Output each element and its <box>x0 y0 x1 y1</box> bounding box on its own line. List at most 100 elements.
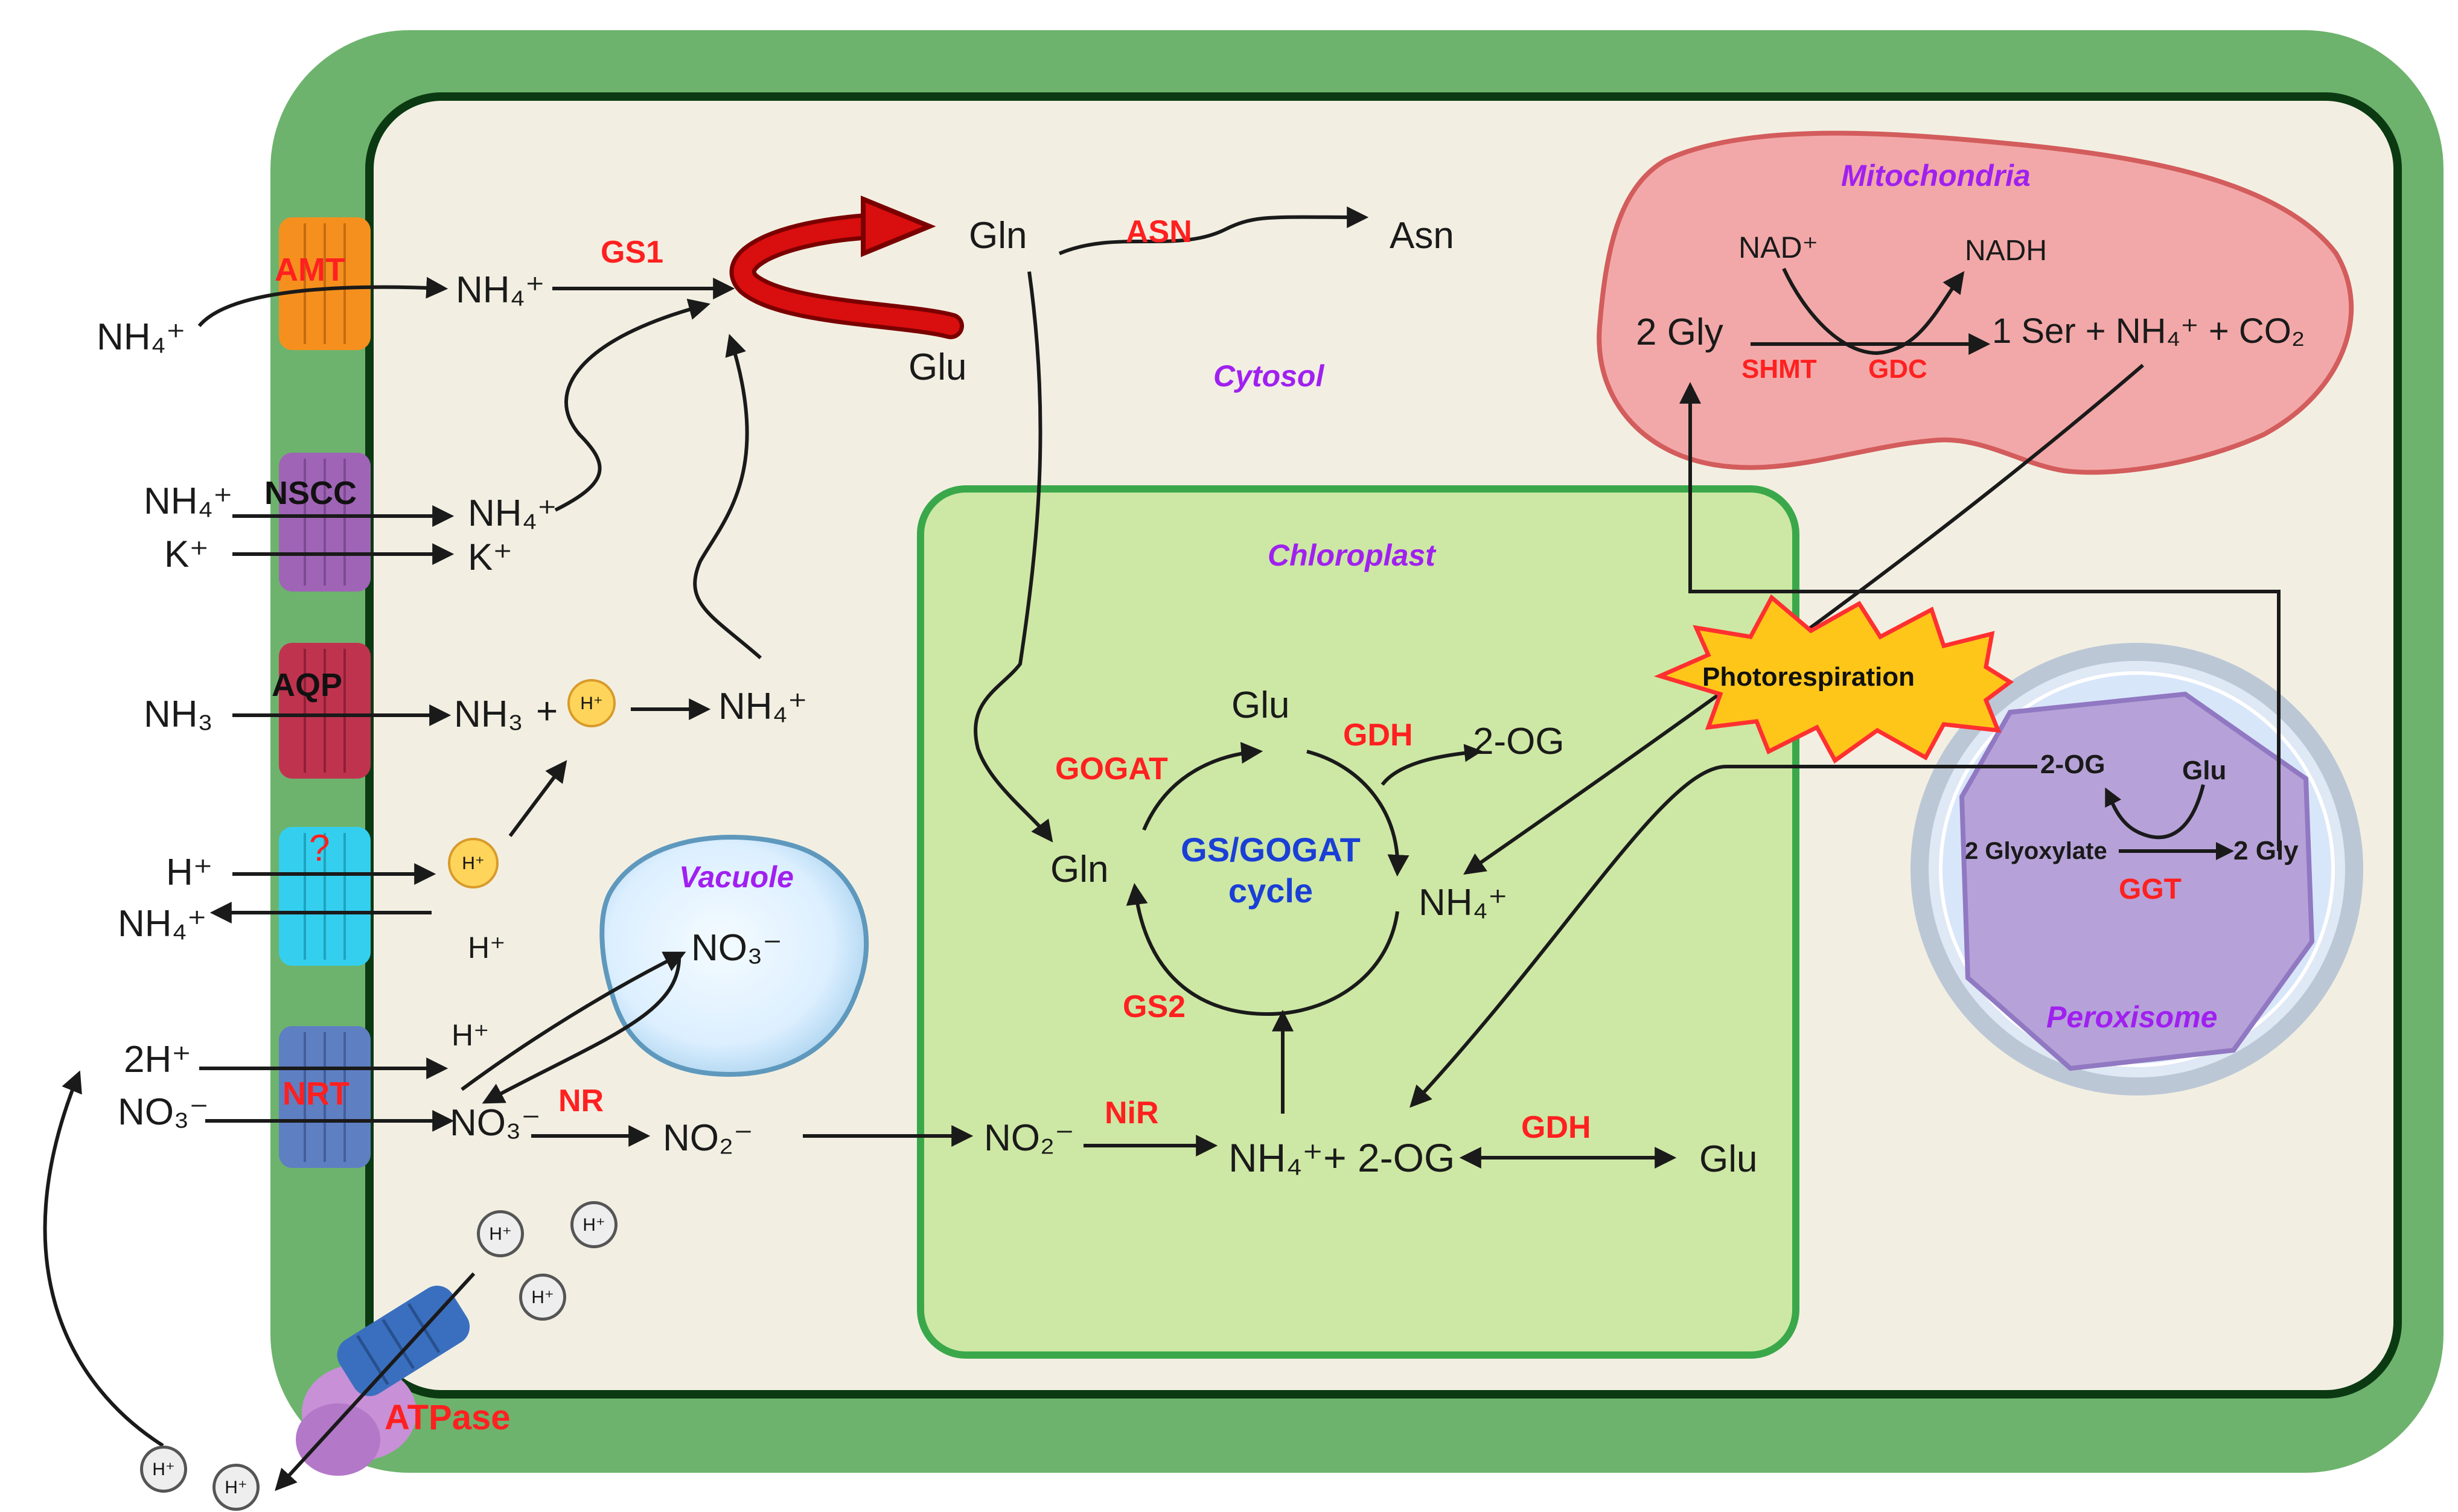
gln-top: Gln <box>969 215 1027 257</box>
nscc-transporter <box>279 453 371 592</box>
enzyme-gs1: GS1 <box>601 235 664 270</box>
cycle-line-1: GS/GOGAT <box>1181 831 1361 869</box>
arrow-no3-to-vacuole <box>461 951 686 1091</box>
h-out-q: H⁺ <box>166 852 213 893</box>
cycle-arc-right <box>1306 750 1409 877</box>
nh4-in-nscc: NH₄⁺ <box>468 493 557 534</box>
amt-transporter <box>279 217 371 350</box>
proton-bead-aqp: H⁺ <box>567 679 616 727</box>
arrow-glu-to-2og-per <box>2105 784 2205 840</box>
nrt-transporter <box>279 1026 371 1168</box>
nh4-in-amt: NH₄⁺ <box>456 269 545 311</box>
gs-gogat-cycle-label: GS/GOGAT cycle <box>1171 833 1370 908</box>
amt-label: AMT <box>275 252 345 288</box>
cytosol-label: Cytosol <box>1213 359 1324 393</box>
cycle-line-2: cycle <box>1228 872 1314 910</box>
chloroplast-label: Chloroplast <box>1268 538 1435 572</box>
nh4-aqp: NH₄⁺ <box>718 686 808 727</box>
arrow-h-to-h <box>508 760 567 837</box>
atpase-label: ATPase <box>385 1398 511 1437</box>
no3-vacuole: NO₃⁻ <box>691 927 782 969</box>
h2-out: 2H⁺ <box>124 1039 191 1080</box>
proton-bead-grey-4: H⁺ <box>140 1446 187 1493</box>
nh4-out-q: NH₄⁺ <box>118 903 207 945</box>
no2-cytosol: NO₂⁻ <box>663 1117 753 1159</box>
arrow-nad-nadh <box>1782 267 1965 356</box>
enzyme-gs2: GS2 <box>1123 989 1186 1024</box>
enzyme-gogat: GOGAT <box>1055 751 1168 786</box>
two-gly-mito: 2 Gly <box>1636 311 1723 353</box>
arrow-h-recycle <box>43 1070 164 1447</box>
enzyme-gdc: GDC <box>1868 354 1927 384</box>
arrow-peroxisome-2og-to-chloroplast <box>1409 765 2037 1108</box>
plus-sign: + <box>536 691 558 732</box>
unknown-transporter <box>279 827 371 966</box>
arrow-amt-in <box>197 276 449 327</box>
arrow-gdh-cycle <box>1381 744 1483 786</box>
enzyme-nr: NR <box>558 1083 604 1118</box>
enzyme-ggt: GGT <box>2119 873 2182 905</box>
enzyme-gdh-cycle: GDH <box>1343 718 1413 753</box>
k-in: K⁺ <box>468 537 513 578</box>
atpase-pump <box>296 1286 470 1476</box>
nh4-cycle: NH₄⁺ <box>1419 882 1508 923</box>
enzyme-asn: ASN <box>1126 214 1192 249</box>
cycle-arc-top <box>1142 742 1263 831</box>
proton-bead-grey-3: H⁺ <box>519 1274 566 1321</box>
no3-in: NO₃⁻ <box>450 1102 541 1144</box>
proton-bead-q: H⁺ <box>448 838 499 888</box>
photorespiration-burst <box>1653 594 2014 764</box>
peroxisome-core <box>1959 691 2315 1071</box>
peroxisome-label: Peroxisome <box>2046 1000 2218 1034</box>
arrow-gln-to-chloroplast <box>974 271 1053 843</box>
nh4-plus-2og: NH₄⁺+ 2-OG <box>1228 1135 1455 1180</box>
two-og-peroxisome: 2-OG <box>2040 750 2105 779</box>
nad: NAD⁺ <box>1738 231 1818 264</box>
nadh: NADH <box>1965 235 2048 267</box>
gs1-curved-arrow-fill <box>733 217 960 335</box>
arrow-nh4-aqp-to-gs1 <box>693 334 762 660</box>
photorespiration-label: Photorespiration <box>1702 662 1915 692</box>
asn-product: Asn <box>1390 215 1454 257</box>
glu-bottom: Glu <box>1699 1138 1758 1180</box>
aqp-transporter <box>279 643 371 779</box>
nh3-out: NH₃ <box>144 694 213 735</box>
gs1-arrowhead <box>861 196 936 257</box>
proton-bead-grey-2: H⁺ <box>570 1201 618 1248</box>
unknown-transporter-label: ? <box>309 828 330 869</box>
no3-out: NO₃⁻ <box>118 1091 209 1133</box>
aqp-label: AQP <box>272 667 343 703</box>
no2-chloroplast: NO₂⁻ <box>984 1117 1074 1159</box>
arrow-vacuole-to-no3 <box>482 953 682 1104</box>
nh4-out-amt: NH₄⁺ <box>97 316 186 358</box>
arrow-atpase-out <box>275 1272 476 1491</box>
nh3-in: NH₃ <box>454 694 523 735</box>
k-out: K⁺ <box>164 534 209 575</box>
nrt-label: NRT <box>283 1076 350 1112</box>
h-in-nrt: H⁺ <box>452 1018 490 1052</box>
enzyme-nir: NiR <box>1105 1096 1159 1131</box>
proton-bead-grey-1: H⁺ <box>477 1210 524 1257</box>
ser-nh4-co2: 1 Ser + NH₄⁺ + CO₂ <box>1992 311 2305 351</box>
cycle-arc-bottom <box>1126 882 1399 1016</box>
two-gly-peroxisome: 2 Gly <box>2233 836 2299 866</box>
arrow-nh4-nscc-to-gs1 <box>554 298 710 512</box>
mitochondria-label: Mitochondria <box>1841 159 2031 193</box>
nh4-out-nscc: NH₄⁺ <box>144 480 233 522</box>
glu-cycle: Glu <box>1231 684 1290 726</box>
gln-cycle: Gln <box>1050 849 1109 890</box>
arrow-asn <box>1058 206 1369 255</box>
vacuole-label: Vacuole <box>679 860 794 894</box>
enzyme-gdh-bottom: GDH <box>1521 1110 1591 1145</box>
nscc-label: NSCC <box>264 475 357 511</box>
glyoxylate: 2 Glyoxylate <box>1965 838 2107 864</box>
vacuole-organelle <box>599 835 869 1077</box>
arrow-peroxisome-gly-to-mito <box>1679 381 2281 851</box>
two-og-cycle: 2-OG <box>1473 721 1565 762</box>
mitochondria-organelle <box>1597 130 2354 475</box>
glu-top: Glu <box>908 346 967 388</box>
chloroplast-organelle <box>917 485 1799 1359</box>
glu-peroxisome: Glu <box>2182 756 2227 785</box>
arrow-mito-to-chloroplast-nh4 <box>1463 363 2144 875</box>
